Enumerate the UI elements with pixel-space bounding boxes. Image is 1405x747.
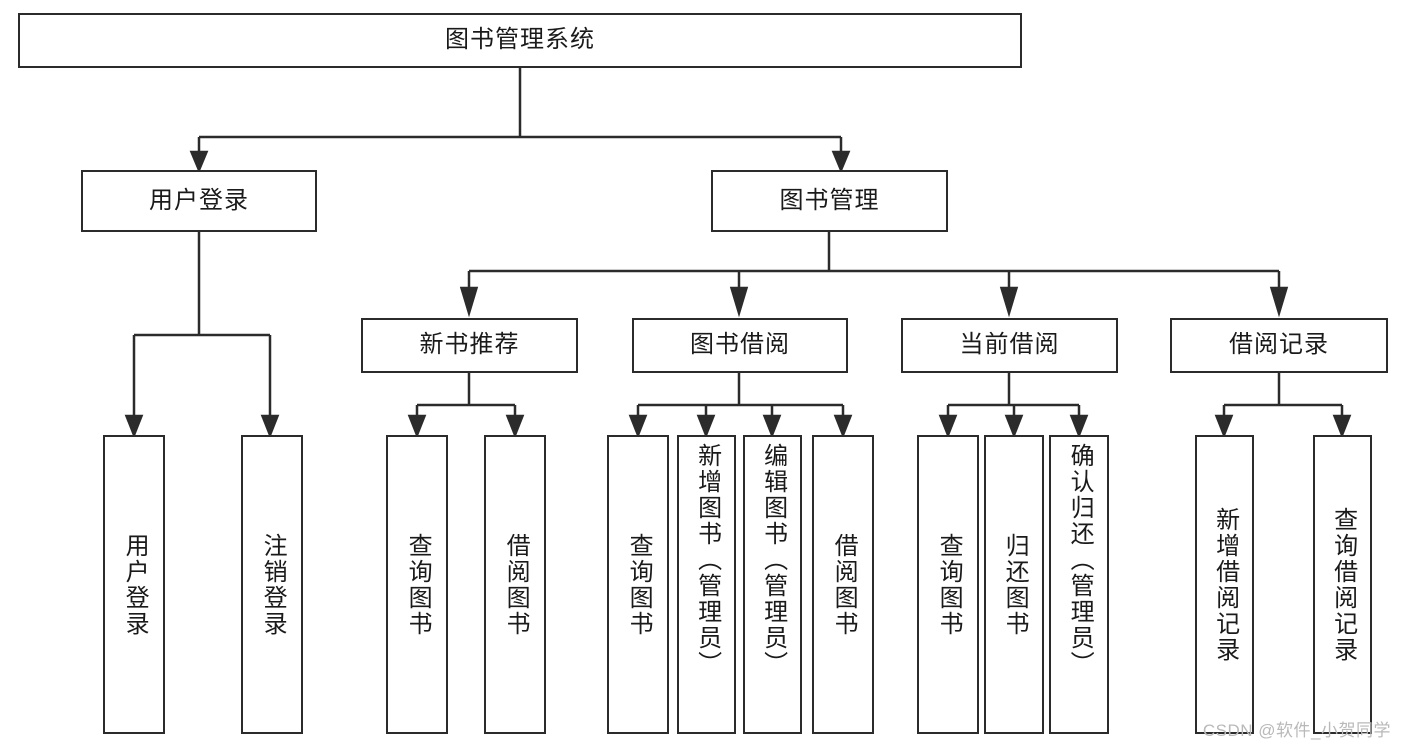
node-book-borrow[interactable]: 图书借阅 — [632, 318, 848, 373]
node-leaf-add-record[interactable]: 新增借阅记录 — [1195, 435, 1254, 734]
node-label: 归还图书 — [1001, 532, 1029, 637]
node-leaf-query-book-1[interactable]: 查询图书 — [386, 435, 448, 734]
node-current-borrow[interactable]: 当前借阅 — [901, 318, 1118, 373]
node-root-system[interactable]: 图书管理系统 — [18, 13, 1022, 68]
node-label: 查询图书 — [404, 532, 432, 637]
node-label: 图书借阅 — [690, 331, 790, 359]
node-label: 新增借阅记录 — [1211, 506, 1239, 663]
node-label: 借阅图书 — [502, 532, 530, 637]
node-new-book-rec[interactable]: 新书推荐 — [361, 318, 578, 373]
node-leaf-user-login[interactable]: 用户登录 — [103, 435, 165, 734]
node-leaf-user-logout[interactable]: 注销登录 — [241, 435, 303, 734]
node-label: 图书管理系统 — [445, 26, 595, 54]
node-book-manage[interactable]: 图书管理 — [711, 170, 948, 232]
node-label: 编辑图书（管理员） — [759, 443, 787, 677]
node-leaf-query-record[interactable]: 查询借阅记录 — [1313, 435, 1372, 734]
node-label: 当前借阅 — [959, 331, 1060, 359]
node-label: 查询图书 — [625, 532, 653, 637]
node-leaf-confirm-return[interactable]: 确认归还（管理员） — [1049, 435, 1109, 734]
node-leaf-query-book-2[interactable]: 查询图书 — [607, 435, 669, 734]
node-leaf-return-book[interactable]: 归还图书 — [984, 435, 1044, 734]
node-leaf-borrow-book-1[interactable]: 借阅图书 — [484, 435, 546, 734]
node-label: 借阅记录 — [1229, 331, 1329, 359]
node-user-login[interactable]: 用户登录 — [81, 170, 317, 232]
node-leaf-query-book-3[interactable]: 查询图书 — [917, 435, 979, 734]
node-label: 新书推荐 — [419, 331, 520, 359]
node-label: 新增图书（管理员） — [693, 443, 721, 677]
node-label: 图书管理 — [779, 186, 880, 214]
node-leaf-edit-book[interactable]: 编辑图书（管理员） — [743, 435, 802, 734]
node-label: 注销登录 — [259, 532, 287, 637]
node-label: 查询图书 — [935, 532, 963, 637]
node-label: 确认归还（管理员） — [1066, 443, 1094, 677]
node-label: 用户登录 — [149, 186, 249, 214]
node-label: 用户登录 — [121, 532, 149, 637]
node-leaf-borrow-book-2[interactable]: 借阅图书 — [812, 435, 874, 734]
node-borrow-record[interactable]: 借阅记录 — [1170, 318, 1388, 373]
node-label: 查询借阅记录 — [1329, 506, 1357, 663]
node-label: 借阅图书 — [830, 532, 858, 637]
node-leaf-add-book[interactable]: 新增图书（管理员） — [677, 435, 736, 734]
watermark-text: CSDN @软件_小贺同学 — [1202, 721, 1391, 740]
